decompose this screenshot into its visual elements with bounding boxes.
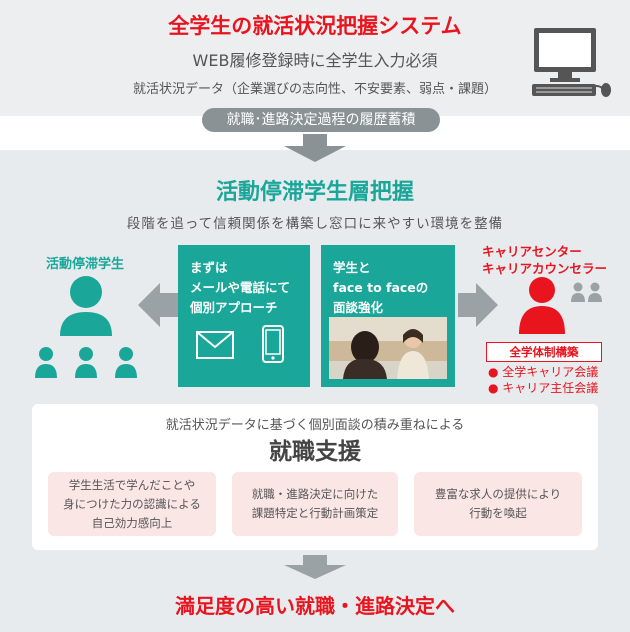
approach-line-1: まずは [190, 260, 228, 275]
top-section [0, 0, 630, 116]
web-registration-text: WEB履修登録時に全学生入力必須 [192, 51, 438, 70]
arrow-right-icon [458, 283, 498, 327]
career-counselor-label: キャリアカウンセラー [482, 261, 608, 276]
arrow-down-icon-2 [284, 555, 346, 579]
counselor-icon [519, 277, 565, 334]
interview-photo [329, 317, 447, 379]
support-title: 就職支援 [269, 439, 361, 465]
career-meeting-item: ● 全学キャリア会議 [488, 365, 599, 379]
career-center-label: キャリアセンター [482, 244, 582, 259]
action-plan-box: 就職・進路決定に向けた 課題特定と行動計画策定 [232, 472, 398, 536]
job-offer-box: 豊富な求人の提供により 行動を喚起 [414, 472, 582, 536]
self-efficacy-box: 学生生活で学んだことや 身につけた力の認識による 自己効力感向上 [48, 472, 216, 536]
arrow-down-icon [284, 134, 346, 162]
footer-title: 満足度の高い就職・進路決定へ [175, 594, 455, 618]
system-title: 全学生の就活状況把握システム [168, 14, 462, 38]
arrow-left-icon [138, 283, 178, 327]
mail-icon [196, 331, 234, 359]
approach-box: まずは メールや電話にて 個別アプローチ [178, 245, 310, 387]
approach-line-2: メールや電話にて [190, 280, 291, 295]
support-lead: 就活状況データに基づく個別面談の積み重ねによる [165, 418, 465, 433]
face-line-2: face to faceの [333, 280, 429, 295]
history-pill: 就職･進路決定過程の履歴蓄積 [202, 108, 440, 132]
face-line-3: 面談強化 [333, 300, 384, 315]
computer-icon [532, 28, 611, 97]
system-build-label: 全学体制構築 [486, 342, 602, 362]
face-to-face-box: 学生と face to faceの 面談強化 [321, 245, 455, 387]
phone-icon [262, 325, 284, 363]
face-line-1: 学生と [333, 260, 371, 275]
stagnant-subtitle: 段階を追って信頼関係を構築し窓口に来やすい環境を整備 [126, 216, 504, 232]
career-chief-meeting-item: ● キャリア主任会議 [488, 381, 599, 395]
approach-line-3: 個別アプローチ [190, 300, 278, 315]
stagnant-students-title: 活動停滞学生層把握 [215, 180, 414, 205]
students-group-icon [35, 276, 137, 378]
staff-group-icon [571, 282, 602, 302]
left-label: 活動停滞学生 [46, 257, 125, 272]
job-data-text: 就活状況データ（企業選びの志向性、不安要素、弱点・課題） [132, 82, 497, 97]
